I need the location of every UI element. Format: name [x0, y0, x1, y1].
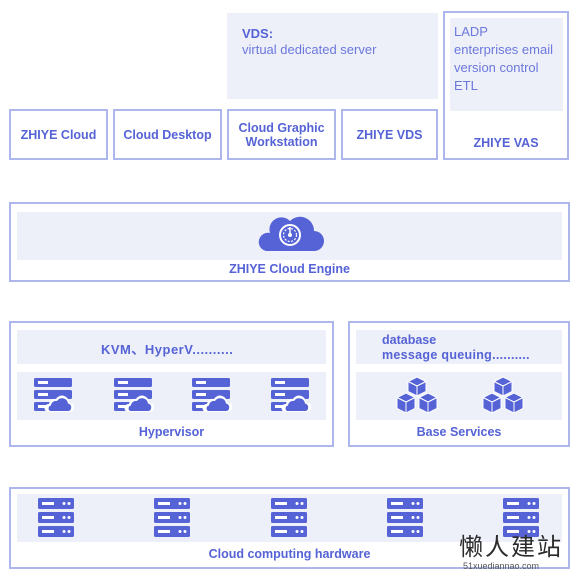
server-cloud-icon: [34, 378, 74, 412]
vas-list: LADP enterprises email version control E…: [450, 18, 563, 111]
server-cloud-icon: [192, 378, 232, 412]
hypervisor-label: Hypervisor: [138, 425, 205, 439]
base-services-icons-band: [356, 372, 562, 420]
base-services-label: Base Services: [416, 425, 502, 439]
product-cloud-desktop: Cloud Desktop: [113, 109, 222, 160]
product-label: ZHIYE Cloud: [20, 127, 97, 142]
hypervisor-header: KVM、HyperV..........: [17, 330, 326, 364]
base-services-line1: database: [382, 333, 437, 347]
server-icon: [503, 498, 539, 537]
vds-note: VDS: virtual dedicated server: [227, 13, 438, 99]
product-zhiye-vas: ZHIYE VAS: [445, 134, 567, 154]
server-cloud-icon: [114, 378, 154, 412]
watermark-url: 51xuediannao.com: [463, 561, 540, 571]
cubes-icon: [481, 376, 525, 414]
server-icon: [271, 498, 307, 537]
hardware-label: Cloud computing hardware: [208, 547, 371, 561]
base-services-line2: message queuing..........: [382, 348, 530, 362]
vds-note-subtitle: virtual dedicated server: [242, 42, 377, 57]
watermark-text: 懒人建站: [459, 533, 563, 561]
product-zhiye-cloud: ZHIYE Cloud: [9, 109, 108, 160]
base-services-header: database message queuing..........: [356, 330, 562, 364]
server-icon: [387, 498, 423, 537]
vds-note-title: VDS:: [242, 26, 274, 41]
product-label: ZHIYE VAS: [473, 136, 539, 150]
cloud-gear-icon: [258, 216, 324, 251]
product-label: Cloud Graphic Workstation: [238, 120, 325, 149]
hypervisor-header-text: KVM、HyperV..........: [101, 342, 234, 357]
server-icon: [38, 498, 74, 537]
engine-label: ZHIYE Cloud Engine: [229, 262, 350, 276]
vas-item: LADP: [454, 24, 488, 39]
product-zhiye-vds: ZHIYE VDS: [341, 109, 438, 160]
server-icon: [154, 498, 190, 537]
product-cloud-graphic-workstation: Cloud Graphic Workstation: [227, 109, 336, 160]
vas-item: ETL: [454, 78, 478, 93]
vas-item: enterprises email: [454, 42, 553, 57]
product-label: Cloud Desktop: [123, 127, 212, 142]
vas-item: version control: [454, 60, 539, 75]
cubes-icon: [395, 376, 439, 414]
server-cloud-icon: [271, 378, 311, 412]
product-label: ZHIYE VDS: [356, 127, 423, 142]
